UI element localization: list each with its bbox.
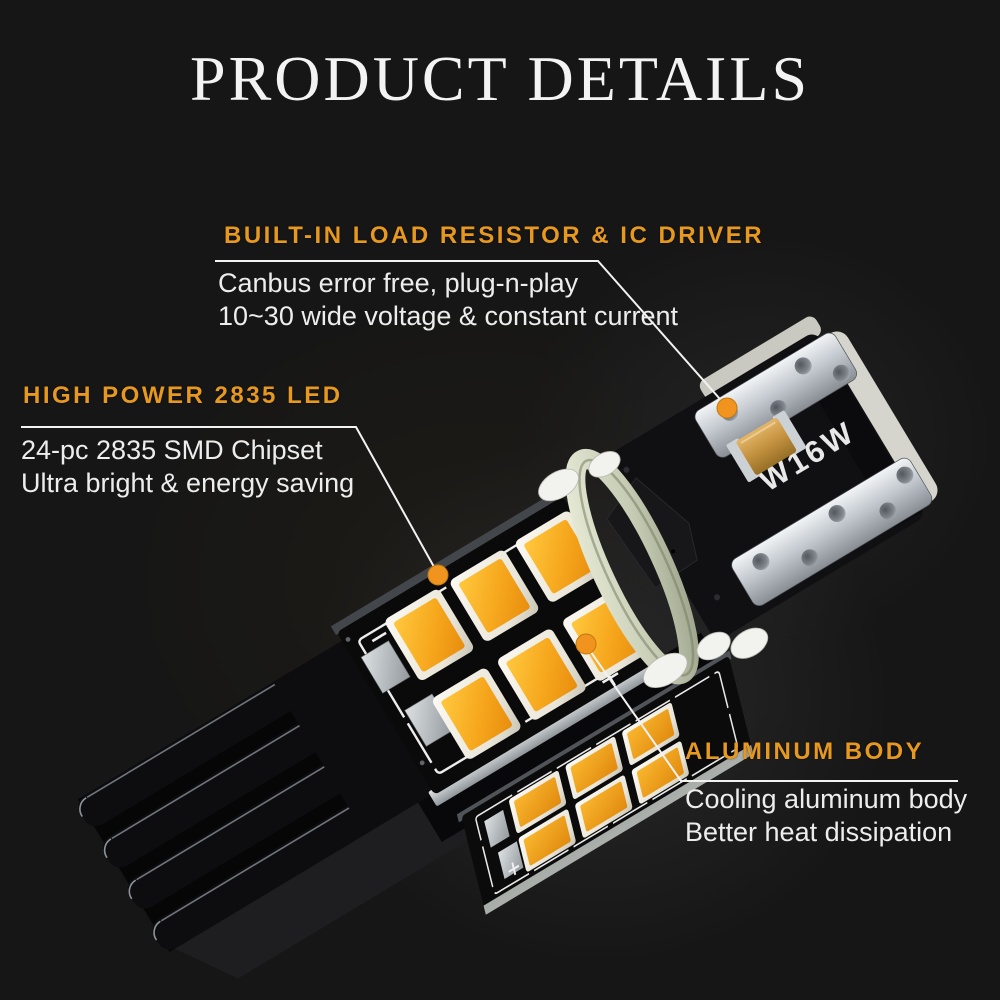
- heatsink-fins: [78, 676, 375, 950]
- annotation-heading: HIGH POWER 2835 LED: [23, 382, 343, 409]
- minus-mark: [371, 631, 387, 643]
- annotation-heading: BUILT-IN LOAD RESISTOR & IC DRIVER: [224, 222, 765, 249]
- contact-strip-lower: [731, 457, 933, 606]
- annotation-aluminum-body: ALUMINUM BODY Cooling aluminum body Bett…: [685, 738, 967, 849]
- annotation-line: Ultra bright & energy saving: [21, 468, 355, 498]
- heatsink: [77, 635, 489, 979]
- annotation-line: 10~30 wide voltage & constant current: [218, 301, 679, 331]
- led-chips-2835: [385, 511, 651, 759]
- annotation-high-power-led: HIGH POWER 2835 LED 24-pc 2835 SMD Chips…: [21, 382, 354, 500]
- leader-line-load-resistor: [215, 260, 728, 408]
- bulb-assembly: W16W: [77, 316, 938, 979]
- annotation-line: Better heat dissipation: [685, 817, 953, 847]
- silicone-pads: [538, 451, 769, 689]
- annotation-line: Canbus error free, plug-n-play: [218, 268, 579, 298]
- annotation-line: 24-pc 2835 SMD Chipset: [21, 435, 323, 465]
- wedge-base: W16W: [606, 316, 938, 639]
- page-title: PRODUCT DETAILS: [189, 43, 811, 114]
- side-led-chips: [509, 702, 689, 872]
- main-pcb: [330, 491, 663, 806]
- callout-dots: [427, 397, 738, 655]
- callout-dot-aluminum-body: [575, 633, 597, 655]
- callout-dot-load-resistor: [716, 397, 738, 419]
- annotation-heading: ALUMINUM BODY: [685, 738, 925, 765]
- smd-capacitor: [726, 410, 807, 482]
- leader-line-high-power-led: [21, 426, 439, 575]
- leader-lines: [21, 260, 958, 782]
- callout-dot-high-power-led: [427, 564, 449, 586]
- annotation-line: Cooling aluminum body: [685, 784, 968, 814]
- solder-pad: [360, 640, 411, 694]
- leader-line-aluminum-body: [585, 644, 958, 782]
- annotation-load-resistor: BUILT-IN LOAD RESISTOR & IC DRIVER Canbu…: [218, 222, 764, 333]
- side-pcb: [456, 650, 754, 915]
